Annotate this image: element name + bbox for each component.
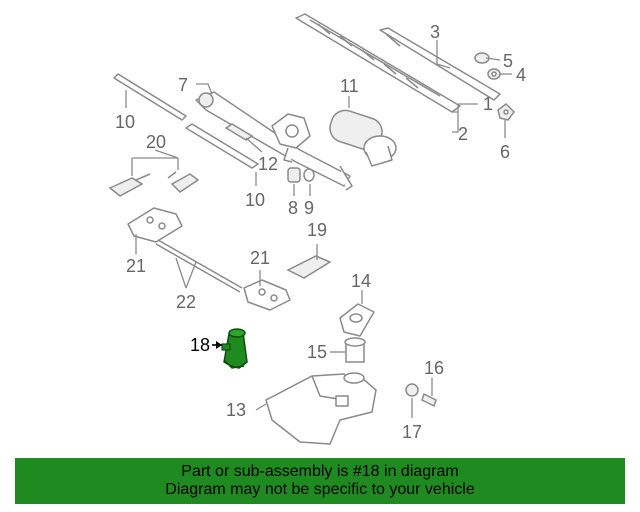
part-info-banner: Part or sub-assembly is #18 in diagram D… (15, 458, 625, 504)
sensor-grommet[interactable] (405, 383, 419, 397)
nozzle-cover-right[interactable] (243, 279, 291, 311)
banner-line-disclaimer: Diagram may not be specific to your vehi… (165, 481, 475, 498)
callout-5: 5 (503, 51, 513, 71)
callout-7: 7 (178, 75, 188, 95)
washer-nozzles[interactable] (108, 171, 200, 197)
callout-21-right: 21 (250, 248, 270, 268)
callout-4: 4 (516, 65, 526, 85)
reservoir-cap[interactable] (339, 303, 375, 337)
nozzle-cover-left[interactable] (127, 207, 183, 243)
washer-nozzle-19[interactable] (286, 255, 332, 279)
parts-diagram: 3 5 4 1 2 6 7 10 11 20 12 10 8 9 19 21 2… (108, 13, 526, 445)
callout-13: 13 (226, 400, 246, 420)
bushing-part-12[interactable] (224, 123, 254, 141)
wiper-motor[interactable] (326, 107, 397, 191)
level-sensor[interactable] (421, 392, 437, 408)
callout-16: 16 (424, 358, 444, 378)
wiper-blade-assembly[interactable] (295, 13, 501, 113)
callout-3: 3 (430, 22, 440, 42)
washer-part-9[interactable] (303, 168, 315, 182)
callout-11: 11 (340, 76, 359, 96)
washer-reservoir[interactable] (265, 372, 377, 445)
callout-19: 19 (307, 220, 327, 240)
callout-8: 8 (288, 198, 298, 218)
callout-1: 1 (483, 94, 493, 114)
callout-2: 2 (458, 124, 468, 144)
callout-12: 12 (258, 154, 278, 174)
callout-10-lower: 10 (245, 190, 265, 210)
callout-9: 9 (304, 198, 314, 218)
banner-line-part: Part or sub-assembly is #18 in diagram (181, 463, 459, 480)
filler-neck[interactable] (344, 337, 366, 363)
callout-labels: 3 5 4 1 2 6 7 10 11 20 12 10 8 9 19 21 2… (115, 22, 526, 442)
washer-pump-highlighted[interactable] (221, 328, 248, 369)
washer-hose[interactable] (155, 239, 243, 293)
callout-21-left: 21 (126, 256, 146, 276)
callout-17: 17 (402, 422, 422, 442)
grommet-part-8[interactable] (287, 167, 301, 183)
callout-15: 15 (307, 342, 327, 362)
callout-10-upper: 10 (115, 112, 135, 132)
linkage-rod-lower[interactable] (185, 123, 259, 169)
callout-14: 14 (351, 271, 371, 291)
leader-lines (125, 40, 512, 418)
callout-18: 18 (190, 335, 210, 355)
callout-20: 20 (146, 132, 166, 152)
callout-22: 22 (176, 292, 196, 312)
callout-6: 6 (500, 142, 510, 162)
linkage-rod-upper[interactable] (113, 73, 187, 121)
